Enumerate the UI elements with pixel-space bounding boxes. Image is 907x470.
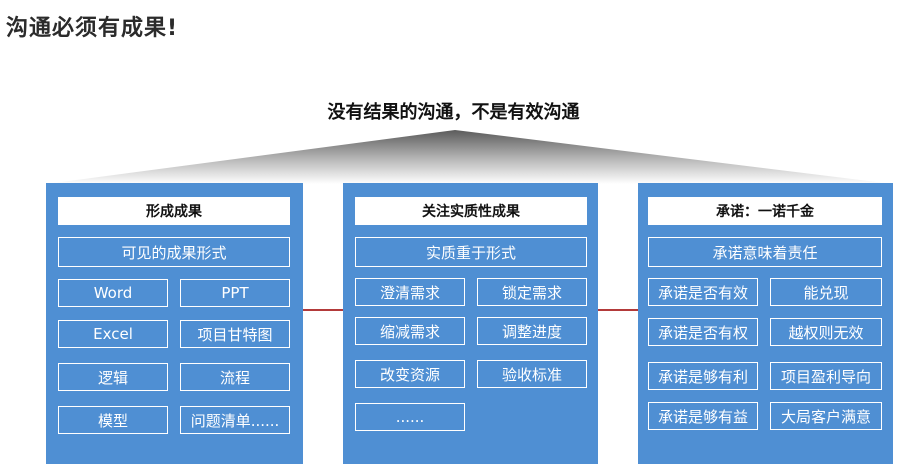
panel-commitment: 承诺：一诺千金 承诺意味着责任 承诺是否有效 能兑现 承诺是否有权 越权则无效 … — [638, 183, 893, 464]
roof-shape — [46, 130, 893, 184]
item-box: 承诺是否有权 — [648, 318, 758, 346]
connector-line-1 — [303, 309, 343, 311]
item-box: 验收标准 — [477, 360, 587, 388]
item-box: 流程 — [180, 363, 290, 391]
item-box: 调整进度 — [477, 317, 587, 345]
diagram-subtitle: 没有结果的沟通，不是有效沟通 — [327, 102, 580, 123]
item-box: Excel — [58, 320, 168, 348]
item-box: 承诺是够有益 — [648, 402, 758, 430]
item-box: 项目甘特图 — [180, 320, 290, 348]
item-box: 项目盈利导向 — [770, 362, 882, 390]
panel-title: 承诺：一诺千金 — [648, 197, 882, 225]
item-box: 承诺是否有效 — [648, 278, 758, 306]
panel-form-results: 形成成果 可见的成果形式 Word PPT Excel 项目甘特图 逻辑 流程 … — [46, 183, 303, 464]
item-box: 改变资源 — [355, 360, 465, 388]
item-box: 能兑现 — [770, 278, 882, 306]
panel-subtitle: 承诺意味着责任 — [648, 237, 882, 267]
item-box: 大局客户满意 — [770, 402, 882, 430]
item-box: 模型 — [58, 406, 168, 434]
item-box: Word — [58, 279, 168, 307]
item-box: 缩减需求 — [355, 317, 465, 345]
item-box: 锁定需求 — [477, 278, 587, 306]
item-box: 逻辑 — [58, 363, 168, 391]
connector-line-2 — [598, 309, 638, 311]
panel-title: 形成成果 — [58, 197, 290, 225]
item-box: ...... — [355, 403, 465, 431]
item-box: 问题清单...... — [180, 406, 290, 434]
item-box: 承诺是够有利 — [648, 362, 758, 390]
item-box: 澄清需求 — [355, 278, 465, 306]
panel-subtitle: 可见的成果形式 — [58, 237, 290, 267]
page-title: 沟通必须有成果! — [6, 16, 179, 41]
panel-subtitle: 实质重于形式 — [355, 237, 587, 267]
panel-title: 关注实质性成果 — [355, 197, 587, 225]
item-box: 越权则无效 — [770, 318, 882, 346]
panel-substantive-results: 关注实质性成果 实质重于形式 澄清需求 锁定需求 缩减需求 调整进度 改变资源 … — [343, 183, 598, 464]
item-box: PPT — [180, 279, 290, 307]
